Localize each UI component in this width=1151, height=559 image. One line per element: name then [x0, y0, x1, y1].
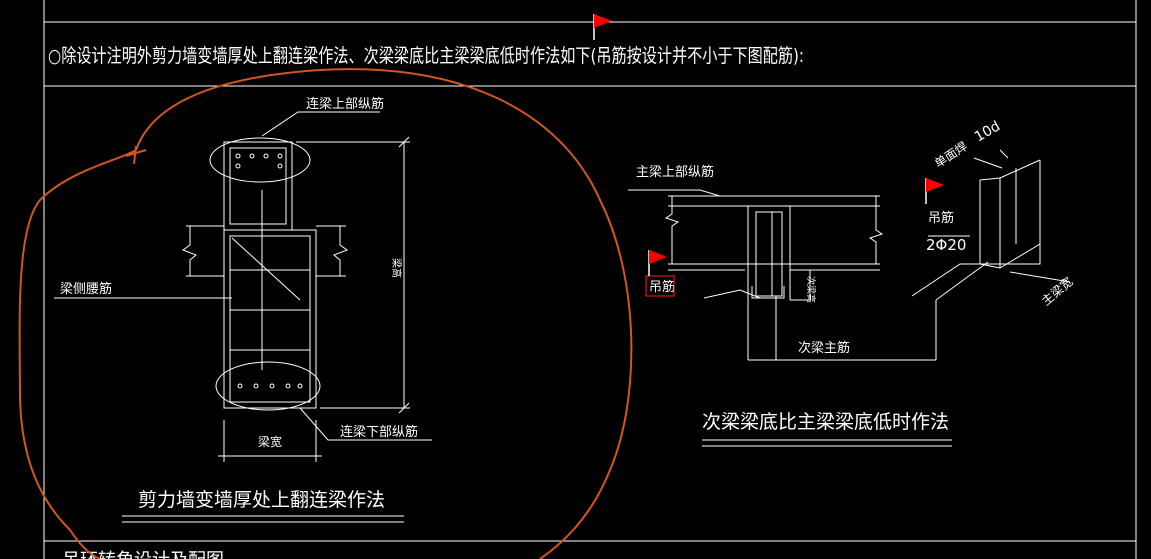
label-beam-width: 梁宽 [258, 434, 282, 449]
label-main-beam-width: 主梁宽 [1038, 274, 1075, 309]
right-detail-title: 次梁梁底比主梁梁底低时作法 [702, 411, 949, 433]
label-10d: 10d [972, 118, 1003, 145]
header-note: ○除设计注明外剪力墙变墙厚处上翻连梁作法、次梁梁底比主梁梁底低时作法如下(吊筋按… [48, 45, 804, 67]
left-detail-title: 剪力墙变墙厚处上翻连梁作法 [138, 489, 385, 511]
label-bottom-bars: 连梁下部纵筋 [340, 424, 418, 440]
markup-circle [18, 68, 633, 559]
label-beam-height: 梁高 [390, 258, 403, 278]
bottom-partial-text: 吊环转角设计及配图 [62, 550, 224, 559]
flag-icon [648, 250, 667, 276]
hanger-label-box [645, 275, 675, 297]
label-secondary-height: 次梁高 [805, 276, 817, 303]
label-top-bars: 连梁上部纵筋 [306, 96, 384, 112]
left-section-detail [54, 111, 432, 523]
flag-icon [925, 178, 944, 204]
label-main-top-bars: 主梁上部纵筋 [636, 164, 714, 180]
markup-tick [125, 145, 147, 165]
label-single-side-weld: 单面焊 [931, 138, 969, 170]
sheet-frame [43, 0, 1137, 559]
right-section-detail [628, 149, 1071, 447]
rebar-dots [235, 153, 303, 389]
flag-icon [593, 14, 612, 40]
label-hanger-left: 吊筋 [649, 279, 675, 295]
label-main-bar: 次梁主筋 [798, 340, 850, 356]
label-side-bars: 梁侧腰筋 [60, 281, 112, 297]
label-hanger-right: 吊筋 [928, 210, 954, 226]
label-hanger-spec: 2Φ20 [926, 236, 966, 254]
